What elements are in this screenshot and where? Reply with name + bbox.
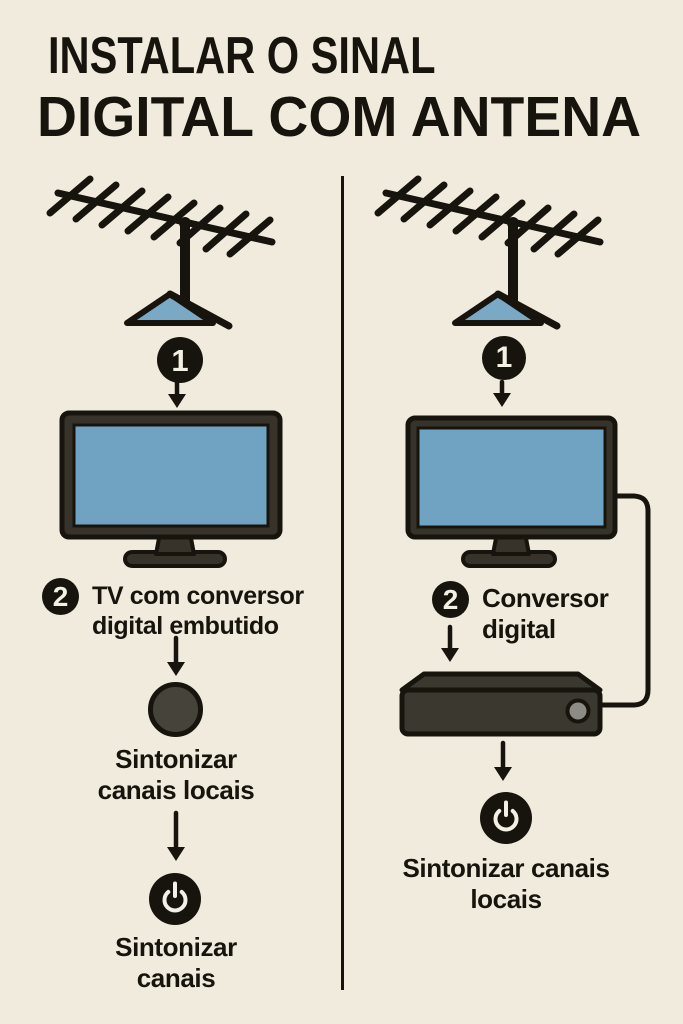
step-2-label-left-line1: TV com conversor [92,582,304,610]
tv-icon [59,410,283,568]
final-label-left: Sintonizar canais [40,932,312,994]
converter-front-face [399,687,603,737]
antenna-icon [46,175,276,330]
down-arrow-icon [167,810,185,861]
step-1-badge-left: 1 [157,337,203,383]
down-arrow-icon [441,624,459,662]
step-2-badge-left: 2 [42,578,79,615]
step-2-badge-right: 2 [432,581,469,618]
down-arrow-icon [494,740,512,781]
antenna-icon [374,175,604,330]
down-arrow-icon [493,379,511,407]
step-2-label-left-line2: digital embutido [92,612,279,640]
final-label-right-line1: Sintonizar canais [402,853,610,883]
column-divider [341,176,344,990]
converter-box-icon [399,671,603,737]
tune-label-left: Sintonizar canais locais [40,744,312,806]
cable-icon [600,493,651,708]
page-title-line-1: INSTALAR O SINAL [48,27,436,85]
final-label-right: Sintonizar canais locais [370,853,642,915]
power-icon [149,873,201,925]
tv-screen [416,426,607,529]
power-icon [480,792,532,844]
step-2-label-right: Conversor digital [482,583,609,645]
step-2-label-right-line2: digital [482,614,556,644]
tv-screen [72,423,270,528]
tune-label-left-line1: Sintonizar [115,744,237,774]
final-label-right-line2: locais [470,884,542,914]
tune-label-left-line2: canais locais [97,775,255,805]
final-label-left-line1: Sintonizar [115,932,237,962]
down-arrow-icon [168,379,186,408]
tv-icon [405,415,618,568]
step-2-label-right-line1: Conversor [482,583,609,613]
step-1-badge-right: 1 [482,336,526,380]
knob-icon [148,682,203,737]
converter-button [565,698,591,724]
page-title-line-2: DIGITAL COM ANTENA [37,85,642,149]
final-label-left-line2: canais [136,963,216,993]
step-2-label-left: TV com conversor digital embutido [92,581,304,641]
down-arrow-icon [167,635,185,676]
